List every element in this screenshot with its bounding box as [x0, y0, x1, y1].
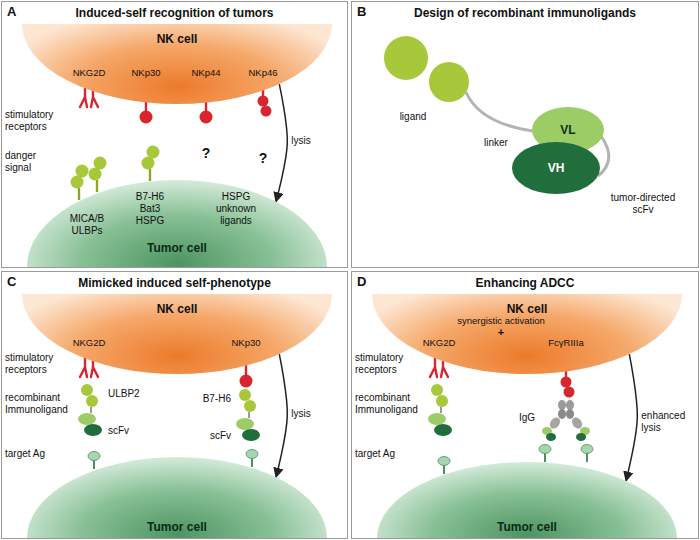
edge-label: enhanced lysis — [640, 410, 688, 434]
panel-title: Enhancing ADCC — [352, 276, 698, 290]
figure-panel: DEnhancing ADCC NK cellTumor cell — [351, 271, 699, 539]
lysis-arrow — [276, 354, 287, 477]
immunoligand — [428, 384, 452, 436]
figure-panel: BDesign of recombinant immunoligandsVL VH — [351, 1, 699, 268]
annotation-label: tumor-directed scFv — [600, 192, 686, 216]
panel-letter: D — [357, 274, 366, 289]
edge-label: lysis — [290, 408, 338, 420]
target-antigen — [246, 450, 258, 468]
cell-label: NK cell — [157, 32, 198, 46]
panel-title: Design of recombinant immunoligands — [352, 6, 698, 20]
igg-antibody — [542, 400, 590, 441]
annotation-label: ULBP2 — [108, 388, 148, 400]
tumor-cell: Tumor cell — [377, 462, 677, 538]
cell-label: Tumor cell — [497, 520, 557, 534]
annotation-label: stimulatory receptors — [5, 352, 67, 376]
annotation-label: stimulatory receptors — [355, 352, 417, 376]
annotation-label: recombinant Immunoligand — [5, 392, 77, 416]
vh-domain: VH — [512, 142, 600, 194]
figure-panel: CMimicked induced self-phenotype NK cellT… — [1, 271, 348, 539]
annotation-label: danger signal — [5, 150, 53, 174]
annotation-label: scFv — [191, 430, 231, 442]
nk-cell: NK cell — [22, 24, 332, 104]
cell-label: NK cell — [507, 302, 548, 316]
mica-ligand — [71, 165, 89, 201]
lysis-arrow — [276, 84, 287, 202]
annotation-label: ? — [256, 150, 270, 167]
figure-panel: AInduced-self recognition of tumors NK ce… — [1, 1, 348, 268]
annotation-label: target Ag — [355, 448, 415, 460]
panel-letter: A — [7, 4, 16, 19]
annotation-label: linker — [476, 137, 516, 149]
fcgr3a-receptor — [561, 368, 575, 398]
ulbp-ligand — [89, 157, 107, 193]
tumor-cell: Tumor cell — [27, 457, 327, 538]
cell-label: Tumor cell — [147, 520, 207, 534]
b7h6-ligand — [142, 146, 160, 182]
panel-title: Mimicked induced self-phenotype — [2, 276, 347, 290]
lysis-arrow — [626, 354, 637, 481]
ligand-domain — [429, 62, 469, 102]
domain-label: VL — [560, 123, 575, 137]
annotation-label: target Ag — [5, 448, 65, 460]
cell-label: NK cell — [157, 302, 198, 316]
nk-cell: NK cell — [22, 294, 332, 374]
target-antigen — [88, 452, 100, 470]
edge-label: lysis — [290, 135, 338, 147]
cell-label: Tumor cell — [147, 241, 207, 255]
panel-letter: B — [357, 4, 366, 19]
panel-title: Induced-self recognition of tumors — [2, 6, 347, 20]
annotation-label: ? — [199, 145, 213, 162]
annotation-label: ligand — [393, 111, 433, 123]
immunoligand — [78, 384, 102, 436]
target-antigen — [581, 445, 593, 463]
linker-line — [466, 92, 540, 132]
nk-cell: NK cell — [372, 294, 682, 374]
annotation-label: B7-H6 — [191, 393, 231, 405]
target-antigen — [539, 445, 551, 463]
annotation-label: scFv — [108, 425, 148, 437]
annotation-label: stimulatory receptors — [5, 109, 67, 133]
tumor-cell: Tumor cell — [27, 180, 327, 267]
domain-label: VH — [548, 161, 565, 175]
target-antigen — [438, 457, 450, 475]
ligand-domain — [384, 36, 428, 80]
immunoligand — [236, 389, 260, 441]
annotation-label: IgG — [505, 412, 535, 424]
panel-letter: C — [7, 274, 16, 289]
annotation-label: recombinant Immunoligand — [355, 392, 427, 416]
